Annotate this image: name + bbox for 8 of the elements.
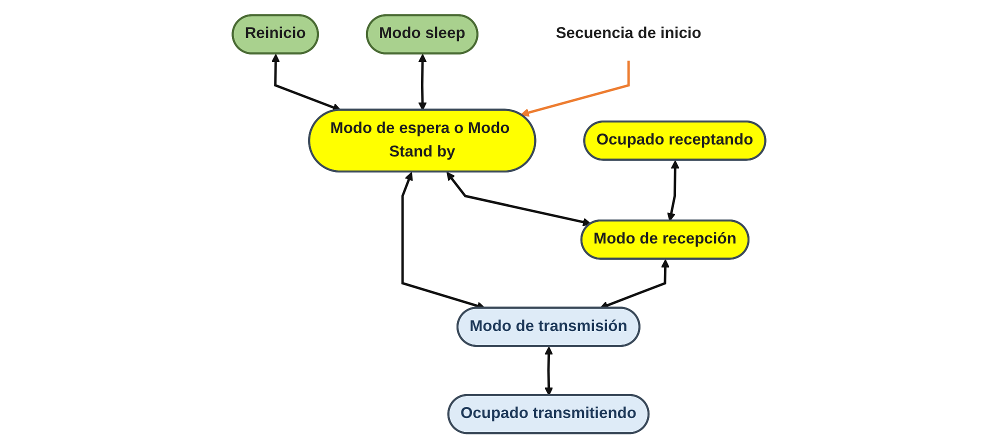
arrow [271,54,342,112]
arrow [418,54,427,111]
arrow [600,259,670,310]
arrow [544,346,554,396]
node-text: Secuencia de inicio [556,25,702,42]
arrow [520,60,630,117]
arrow [446,172,592,226]
arrow [667,160,680,222]
